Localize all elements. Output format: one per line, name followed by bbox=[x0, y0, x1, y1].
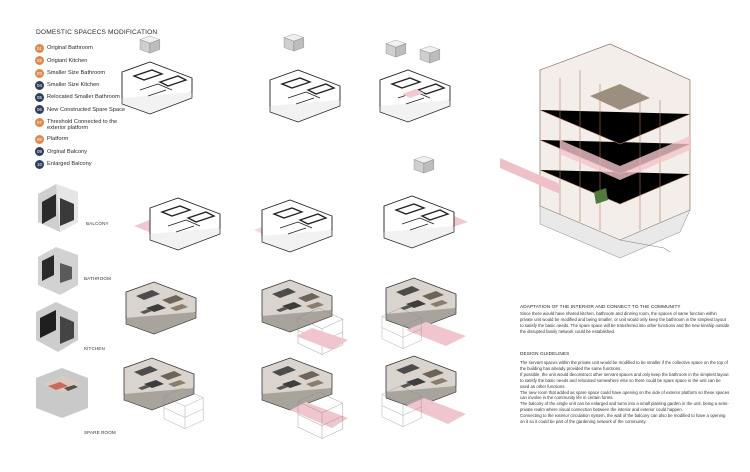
bathroom-thumb bbox=[38, 247, 78, 295]
plan-row2-col2 bbox=[254, 199, 333, 253]
bathroom-label: BATHROOM bbox=[84, 276, 112, 281]
legend-label: Threshold Connected to the exterior plat… bbox=[47, 119, 118, 132]
legend-number: 10 bbox=[35, 159, 44, 169]
plan-row2-col3 bbox=[383, 155, 468, 249]
legend-number: 04 bbox=[35, 80, 44, 90]
adaptation-body: Since there would have shared kitchen, b… bbox=[520, 311, 730, 334]
guidelines-body: The servant spaces within the private un… bbox=[520, 360, 730, 425]
plan-row1-col2 bbox=[269, 33, 341, 123]
legend-label: Enlarged Balcony bbox=[47, 160, 92, 167]
legend-label: Smaller Size Bathroom bbox=[47, 69, 106, 76]
legend-number: 03 bbox=[35, 68, 44, 78]
guideline-item: The new room that added as spare space c… bbox=[520, 389, 730, 401]
plan-row1-col3 bbox=[379, 39, 451, 123]
furnished-row4-col1 bbox=[123, 357, 204, 429]
guideline-item: Connecting to the exterior circulation s… bbox=[520, 413, 726, 425]
furnished-row4-col3 bbox=[381, 355, 466, 427]
plan-row1-col1 bbox=[121, 35, 193, 115]
building-axonometric bbox=[500, 43, 691, 259]
furnished-row4-col2 bbox=[261, 357, 348, 439]
legend-label: Smaller Size Kitchen bbox=[47, 82, 100, 89]
guidelines-heading: DESIGN GUIDELINES bbox=[520, 351, 570, 356]
balcony-thumb bbox=[38, 184, 78, 232]
furnished-row3-col1 bbox=[125, 281, 197, 335]
legend-label: Origiant Kitchen bbox=[47, 57, 88, 64]
legend-number: 05 bbox=[35, 93, 44, 103]
kitchen-thumb bbox=[36, 302, 78, 352]
plan-row2-col1 bbox=[134, 197, 221, 251]
legend-label: Original Bathroom bbox=[47, 45, 93, 52]
spare-room-label: SPARE ROOM bbox=[84, 430, 116, 435]
balcony-label: BALCONY bbox=[86, 221, 109, 226]
legend-number: 06 bbox=[35, 105, 44, 115]
legend-number: 08 bbox=[35, 134, 44, 144]
legend-number: 09 bbox=[35, 147, 44, 157]
guideline-item: The servant spaces within the private un… bbox=[520, 360, 728, 371]
legend-label: Platform bbox=[47, 136, 69, 143]
furnished-row3-col3 bbox=[381, 277, 466, 349]
spare-room-thumb bbox=[36, 368, 88, 418]
legend-number: 02 bbox=[35, 56, 44, 66]
guideline-item: The balcony of the single unit can be en… bbox=[520, 401, 729, 413]
legend-number: 07 bbox=[35, 117, 44, 127]
legend-number: 01 bbox=[35, 44, 44, 53]
legend-label: Orginal Balcony bbox=[47, 148, 88, 155]
legend-label: New Constructed Spare Space bbox=[47, 106, 126, 113]
guideline-item: If possible, the unit would deconstruct … bbox=[520, 371, 729, 389]
kitchen-label: KITCHEN bbox=[84, 346, 105, 351]
legend-label: Relocated Smaller Bathroom bbox=[47, 94, 120, 101]
page-title: DOMESTIC SPACECS MODIFICATION bbox=[36, 29, 158, 36]
furnished-row3-col2 bbox=[261, 279, 348, 355]
adaptation-heading: ADAPTATION OF THE INTERIOR AND CONNECT T… bbox=[520, 304, 681, 309]
